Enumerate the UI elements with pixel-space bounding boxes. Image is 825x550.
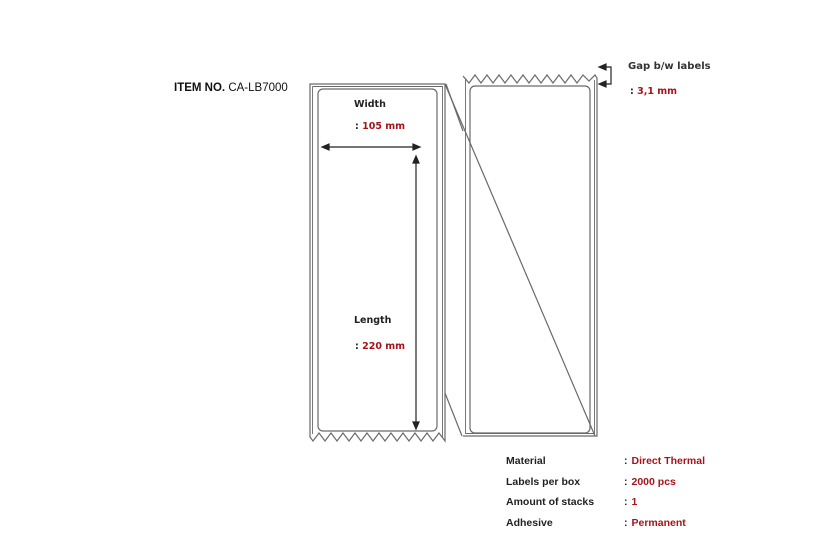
- width-prefix: :: [355, 121, 359, 132]
- item-number-value: CA-LB7000: [228, 82, 288, 94]
- spec-value-text: 1: [631, 496, 638, 509]
- width-value: 105 mm: [362, 121, 406, 132]
- spec-prefix: :: [624, 496, 628, 509]
- length-label: Length: [354, 315, 392, 326]
- spec-key: Material: [506, 455, 546, 467]
- item-number: ITEM NO. CA-LB7000: [174, 82, 288, 94]
- spec-prefix: :: [624, 455, 628, 467]
- spec-value-text: Direct Thermal: [631, 455, 706, 467]
- gap-value-row: : 3,1 mm: [630, 86, 677, 97]
- spec-value: :1: [624, 494, 637, 510]
- length-arrow: [412, 154, 420, 431]
- spec-value: :Direct Thermal: [624, 453, 705, 469]
- width-arrow: [320, 143, 422, 151]
- right-label-outline: [469, 85, 591, 434]
- width-label: Width: [354, 99, 386, 110]
- spec-value-text: Permanent: [631, 517, 686, 530]
- gap-label: Gap b/w labels: [628, 61, 711, 72]
- right-backing-outline: [462, 74, 598, 437]
- spec-value-text: 2000 pcs: [631, 475, 676, 488]
- gap-prefix: :: [630, 86, 634, 97]
- length-value-row: : 220 mm: [355, 341, 405, 352]
- gap-value: 3,1 mm: [637, 86, 678, 97]
- item-number-label: ITEM NO.: [174, 82, 226, 94]
- left-backing-outline: [309, 83, 446, 443]
- spec-key: Amount of stacks: [506, 496, 595, 509]
- spec-prefix: :: [624, 517, 628, 530]
- fold-line-bottom: [444, 392, 463, 437]
- length-value: 220 mm: [362, 341, 406, 352]
- fold-line-top: [444, 83, 596, 437]
- spec-value: :Permanent: [624, 515, 686, 531]
- left-label-outline: [317, 88, 438, 432]
- spec-prefix: :: [624, 475, 628, 488]
- spec-value: :2000 pcs: [624, 474, 676, 490]
- width-value-row: : 105 mm: [355, 121, 405, 132]
- spec-key: Adhesive: [506, 517, 553, 530]
- gap-arrows: [597, 63, 612, 88]
- spec-key: Labels per box: [506, 475, 581, 488]
- length-prefix: :: [355, 341, 359, 352]
